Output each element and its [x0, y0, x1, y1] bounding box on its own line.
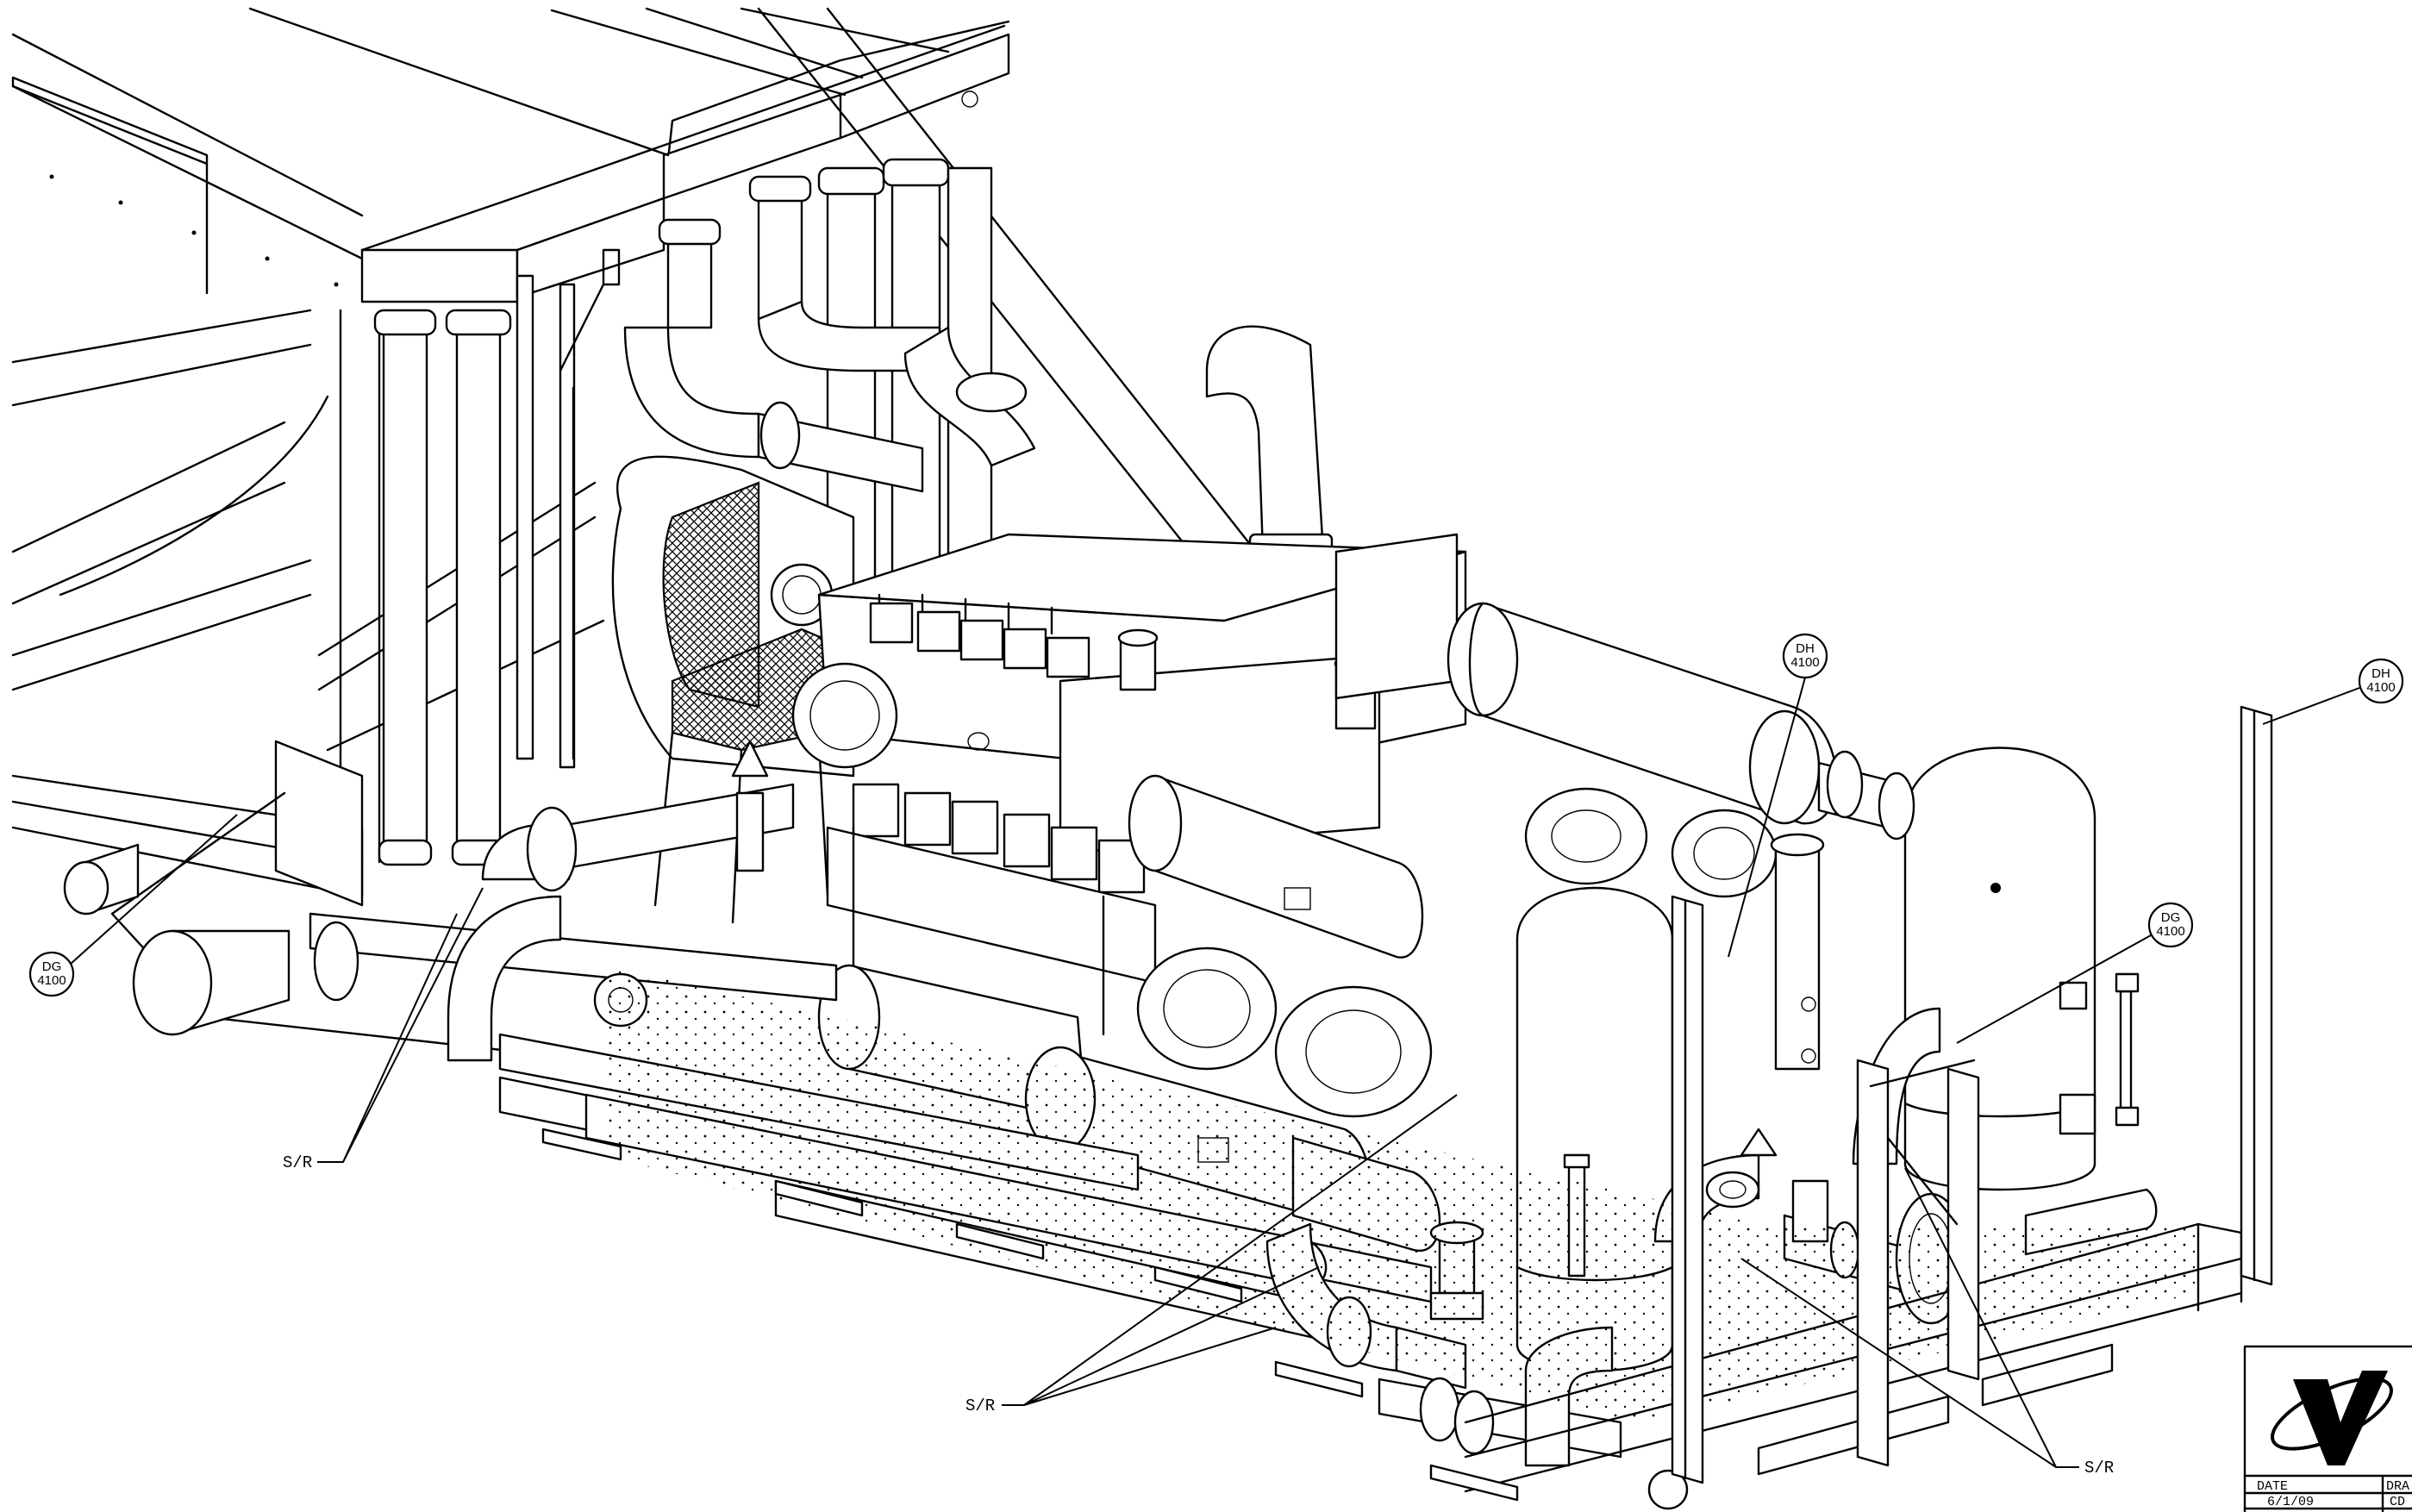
- company-logo: [2271, 1371, 2393, 1465]
- callout-sr-right-label: S/R: [2084, 1459, 2114, 1478]
- channel-posts: [1671, 705, 2273, 1484]
- tag-dg-left-code: DG: [42, 959, 62, 974]
- compressor-units: [1136, 787, 1778, 1118]
- exhaust-muffler: [1468, 603, 1915, 840]
- tag-dh-right: DH 4100: [2358, 658, 2404, 704]
- tag-dg-left: DG 4100: [28, 951, 75, 997]
- skid-base: [541, 965, 2243, 1510]
- tag-dg-left-number: 4100: [37, 973, 66, 988]
- title-block-date-label: DATE: [2257, 1479, 2288, 1494]
- pipe-supports: [541, 1128, 1519, 1502]
- engine-block: [791, 533, 1467, 1036]
- tag-dg-right-number: 4100: [2156, 924, 2184, 939]
- tag-dh-right-number: 4100: [2366, 680, 2395, 695]
- tag-dg-right: DG 4100: [2147, 902, 2194, 948]
- callout-sr-left: S/R: [283, 887, 484, 1172]
- title-block: DATE 6/1/09 DRA CD: [2243, 1345, 2412, 1512]
- tag-dg-right-code: DG: [2161, 910, 2181, 925]
- cylinder-heads: [852, 602, 1146, 894]
- inlet-cones: [63, 843, 359, 1036]
- title-block-drawn-label: DRA: [2386, 1479, 2409, 1494]
- title-block-drawn-value: CD: [2390, 1495, 2405, 1509]
- callout-sr-left-label: S/R: [283, 1153, 312, 1172]
- tag-dh-right-code: DH: [2371, 666, 2390, 681]
- tag-dh-left: DH 4100: [1782, 633, 1828, 679]
- title-block-date-value: 6/1/09: [2267, 1495, 2314, 1509]
- roof-structure: [11, 7, 1312, 683]
- left-frame: [11, 309, 605, 1053]
- tag-dh-left-code: DH: [1796, 641, 1815, 656]
- callout-sr-right: S/R: [1740, 1167, 2114, 1478]
- callout-sr-middle: S/R: [965, 1094, 1458, 1415]
- tag-dh-left-number: 4100: [1790, 655, 1819, 670]
- callout-sr-middle-label: S/R: [965, 1396, 995, 1415]
- radiator-fan-housing: [611, 455, 864, 924]
